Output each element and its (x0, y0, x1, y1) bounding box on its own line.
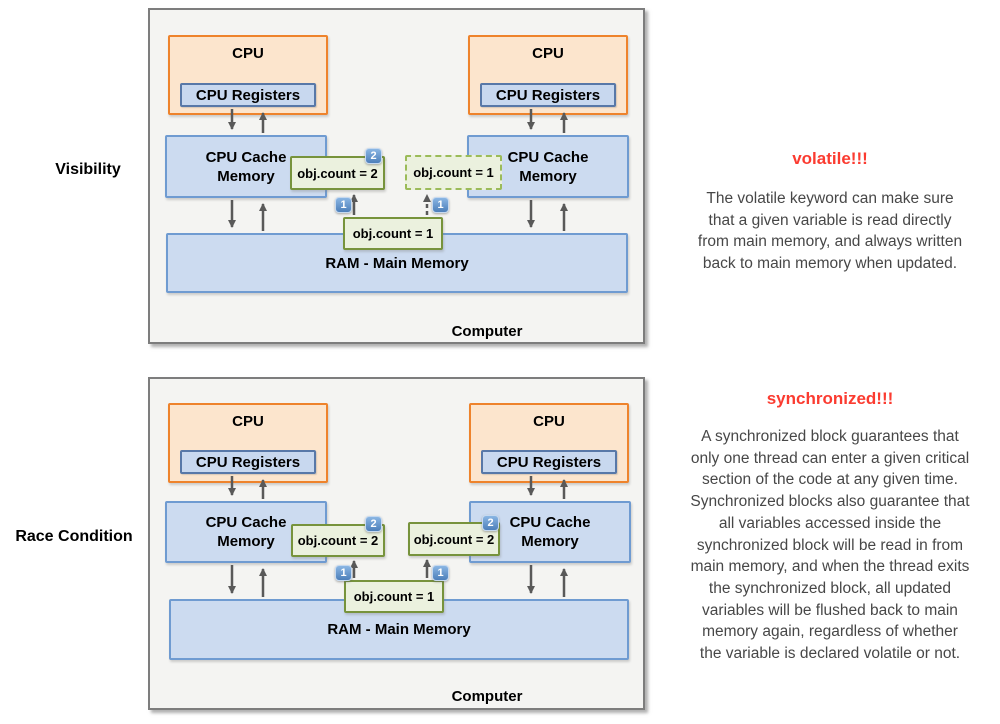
cpu-registers-left: CPU Registers (180, 450, 316, 474)
step-2-badge: 2 (365, 148, 382, 164)
computer-caption: Computer (451, 323, 523, 340)
step-1-badge: 1 (432, 565, 449, 581)
computer-caption: Computer (451, 688, 523, 705)
volatile-note-body: The volatile keyword can make sure that … (697, 190, 963, 273)
cpu-registers-left: CPU Registers (180, 83, 316, 107)
cpu-label: CPU (232, 413, 264, 430)
cpu-registers-label: CPU Registers (496, 453, 602, 471)
cpu-label: CPU (533, 413, 565, 430)
ram-main-memory: RAM - Main Memory (166, 233, 628, 293)
cpu-registers-label: CPU Registers (195, 86, 301, 104)
step-1-badge: 1 (335, 565, 352, 581)
step-1-badge: 1 (432, 197, 449, 213)
cpu-label: CPU (532, 45, 564, 62)
cpu-registers-label: CPU Registers (495, 86, 601, 104)
step-1-badge: 1 (335, 197, 352, 213)
step-2-badge: 2 (482, 515, 499, 531)
cache-value-box-right: obj.count = 2 (408, 522, 500, 556)
cache-value-box-right-stale: obj.count = 1 (405, 155, 502, 190)
volatile-note-title: volatile!!! (792, 149, 868, 168)
row-label-race-condition: Race Condition (15, 528, 133, 545)
ram-value-box: obj.count = 1 (343, 217, 443, 250)
step-2-badge: 2 (365, 516, 382, 532)
synchronized-note-body: A synchronized block guarantees that onl… (690, 428, 970, 663)
visibility-computer-panel: CPU CPU Registers CPU CPU Registers CPU … (148, 8, 645, 344)
cpu-registers-right: CPU Registers (481, 450, 617, 474)
row-label-visibility: Visibility (55, 161, 121, 178)
race-condition-computer-panel: CPU CPU Registers CPU CPU Registers CPU … (148, 377, 645, 710)
cpu-label: CPU (232, 45, 264, 62)
cpu-registers-label: CPU Registers (195, 453, 301, 471)
ram-value-box: obj.count = 1 (344, 580, 444, 613)
cpu-registers-right: CPU Registers (480, 83, 616, 107)
synchronized-note-title: synchronized!!! (766, 389, 894, 408)
